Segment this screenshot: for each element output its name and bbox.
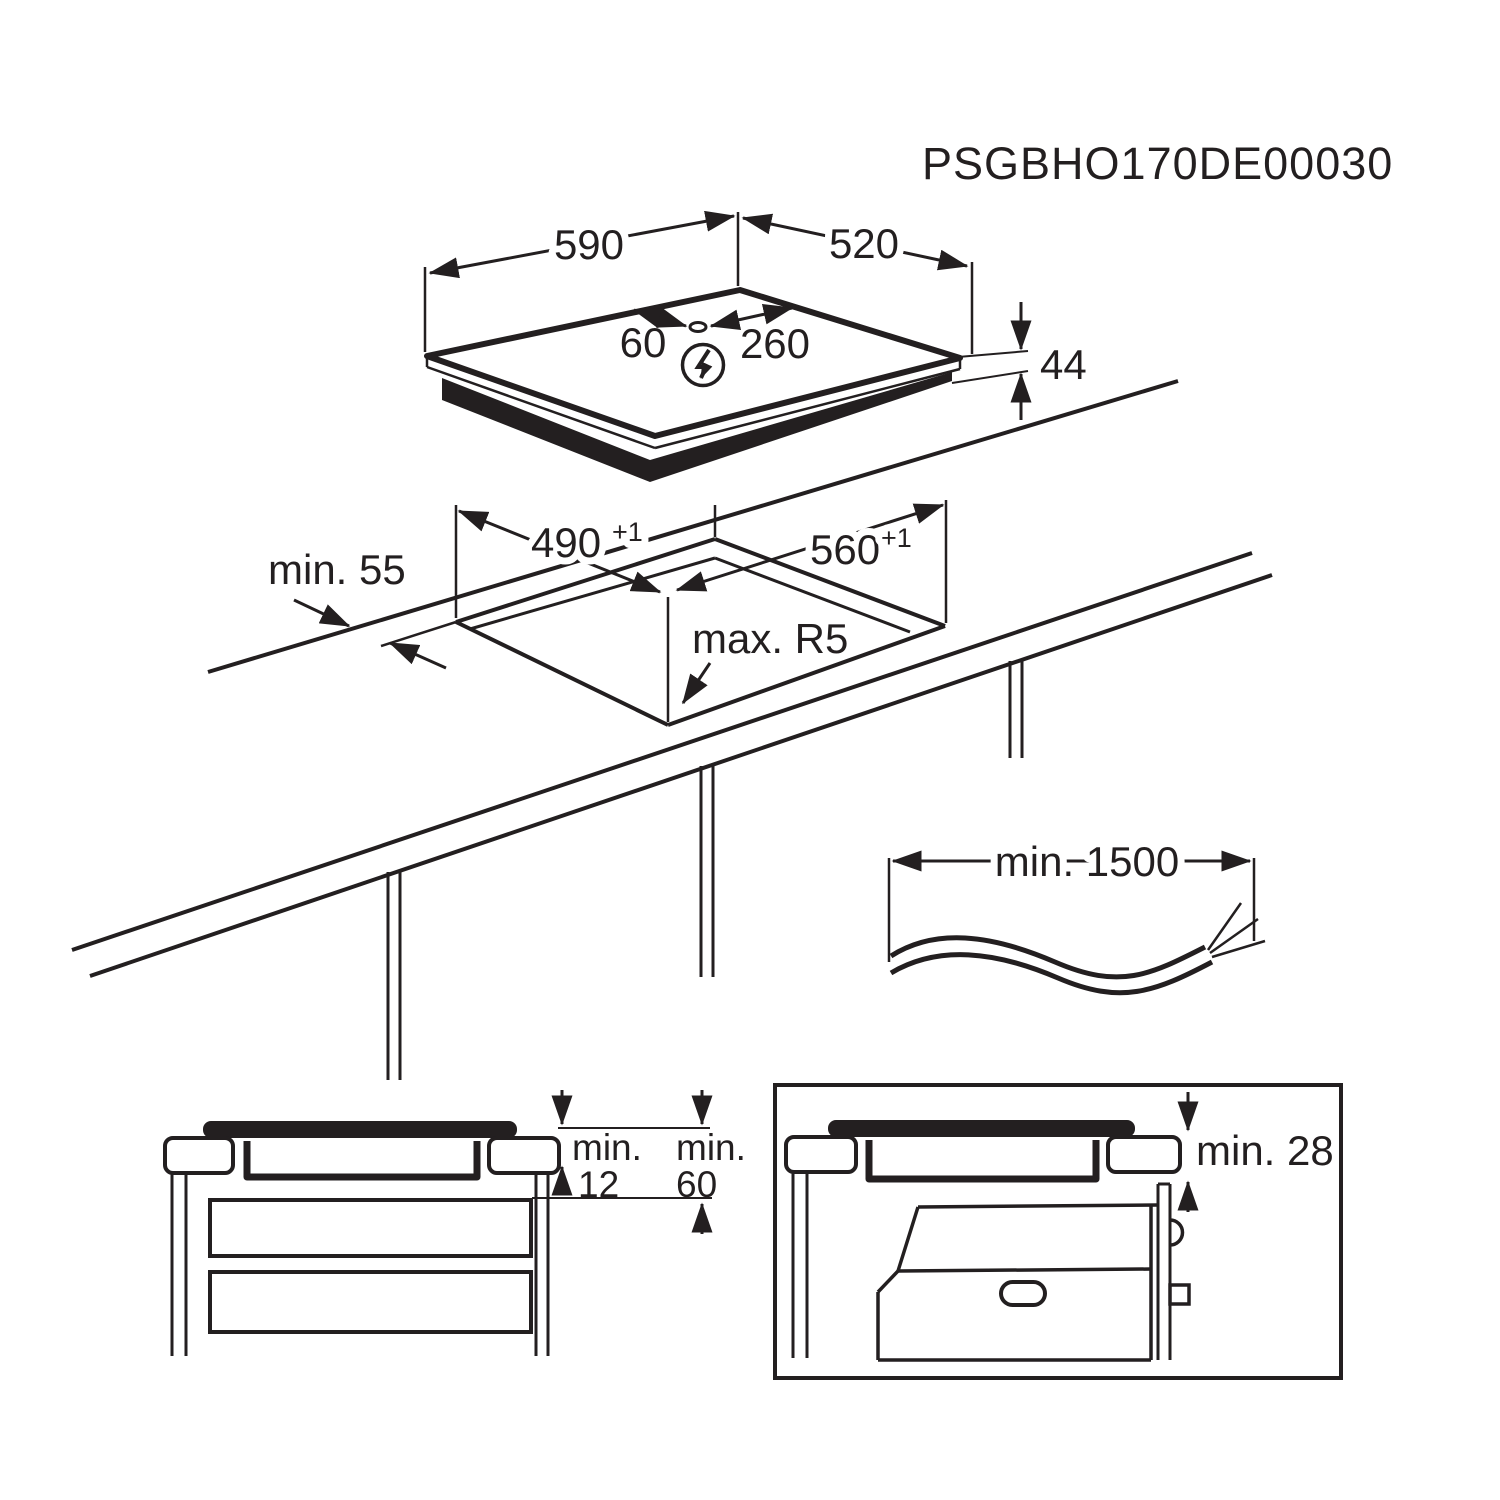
drawer-upper (208, 1198, 533, 1258)
worktop-section-right-oven (1106, 1135, 1182, 1174)
worktop-section-left-oven (784, 1135, 858, 1174)
oven-handle (999, 1280, 1047, 1307)
oval-connection-point-icon (688, 321, 708, 333)
cabinet-sides (170, 1173, 550, 1356)
cutout-width-label: 560 (810, 526, 880, 573)
hob-depth-label: 520 (829, 220, 899, 267)
oven-clearance-view: min. 28 (773, 1083, 1343, 1380)
hob-glass-section-oven (828, 1120, 1135, 1137)
worktop-front-edge-bottom (89, 573, 1273, 978)
hob-width-label: 590 (554, 221, 624, 268)
hob-body-section-oven (865, 1140, 1100, 1183)
cutout-depth-label: 490 (531, 519, 601, 566)
dim-line-260 (709, 303, 794, 331)
drawer-clearance-view: min. 12 min. 60 (163, 1090, 746, 1356)
connection-offset-right-label: 260 (740, 320, 810, 367)
worktop-view: 490 +1 560 +1 min. 55 max. R5 (71, 379, 1273, 1080)
worktop-front-edge-top (71, 551, 1253, 952)
cabinet-side-left-oven (791, 1173, 809, 1358)
mains-cable-view: min. 1500 (887, 831, 1266, 996)
min-label-60: min. (676, 1127, 746, 1168)
dim-line-60 (632, 307, 688, 329)
min-label-12: min. (572, 1127, 642, 1168)
cabinet-leg-lines (386, 661, 1024, 1080)
built-in-oven (876, 1182, 1191, 1362)
rear-clearance-arrow-lower (388, 641, 447, 670)
oven-view-frame (773, 1083, 1343, 1380)
gap-worktop-drawer-label: 60 (676, 1164, 717, 1205)
hob-glass-top (424, 287, 963, 439)
cutout-depth-tolerance: +1 (612, 517, 643, 547)
gap-hob-drawer-label: 12 (578, 1164, 619, 1205)
cable-wire-bottom (889, 952, 1214, 996)
hob-base-body (442, 372, 952, 482)
dim-line-560 (675, 503, 945, 592)
cable-frayed-ends (1206, 902, 1266, 959)
hob-isometric-view: 590 520 60 260 44 (423, 210, 1087, 482)
drawer-lower (208, 1270, 533, 1334)
hob-body-section (243, 1141, 481, 1181)
corner-radius-label: max. R5 (692, 615, 848, 662)
dim-line-520 (741, 213, 969, 271)
lightning-in-circle-icon (680, 342, 726, 388)
corner-radius-leader (681, 662, 712, 705)
hob-glass-section (203, 1121, 517, 1138)
worktop-section-right (487, 1136, 561, 1175)
dim-line-590 (428, 210, 736, 279)
hob-height-label: 44 (1040, 341, 1087, 388)
hob-glass-edge (425, 356, 962, 450)
worktop-section-left (163, 1136, 235, 1175)
oven-hinge-bump (1169, 1218, 1185, 1247)
drawing-title: PSGBHO170DE00030 (922, 138, 1393, 189)
cable-wire-top (889, 935, 1207, 980)
dim-line-490 (457, 509, 662, 594)
oven-clearance-label: min. 28 (1196, 1127, 1334, 1174)
rear-clearance-label: min. 55 (268, 546, 406, 593)
rear-clearance-arrow-upper (293, 598, 351, 628)
connection-offset-left-label: 60 (620, 319, 667, 366)
cutout-width-tolerance: +1 (881, 523, 912, 553)
oven-knob (1168, 1283, 1191, 1306)
cable-length-label: min. 1500 (995, 838, 1179, 885)
cutout-witness-lines (380, 500, 948, 722)
dim-44: 44 (951, 302, 1087, 420)
